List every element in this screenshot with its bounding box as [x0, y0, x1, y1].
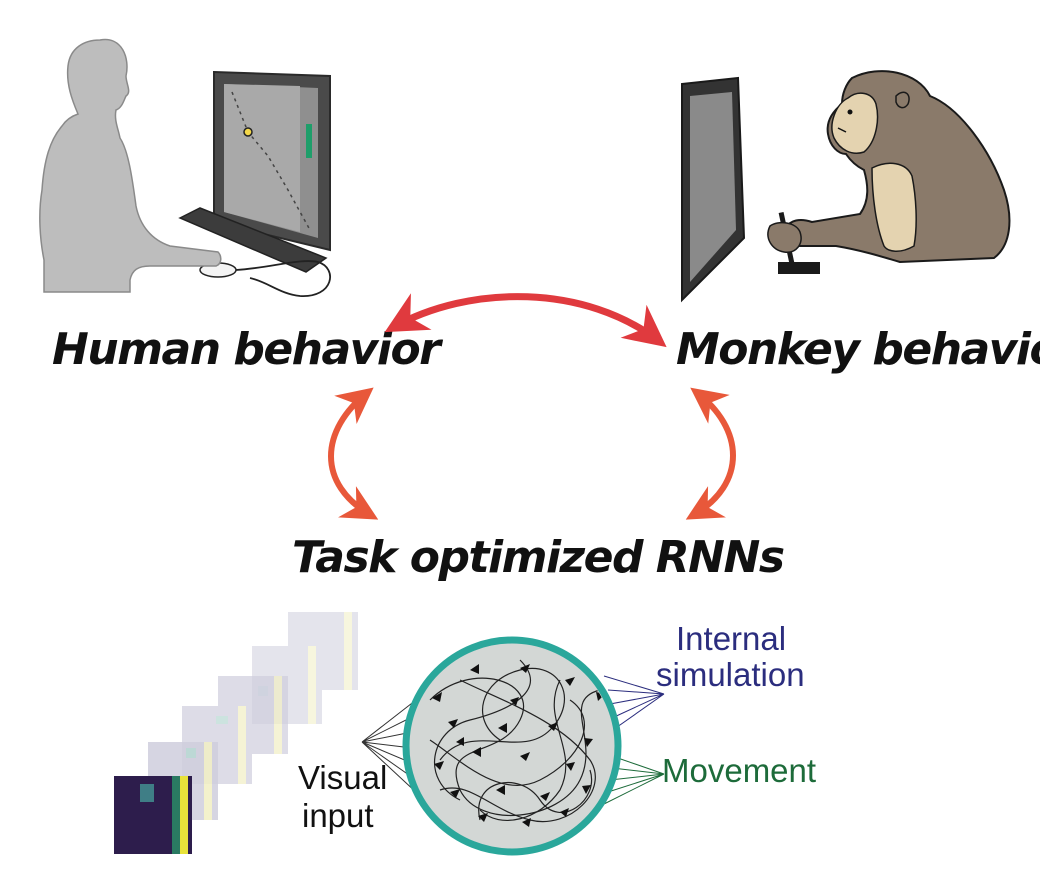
- label-movement: Movement: [662, 752, 816, 789]
- visual-input-connections: [361, 699, 419, 795]
- label-internal-simulation-line1: Internal: [676, 620, 786, 657]
- human-at-computer-icon: [39, 38, 331, 297]
- movement-connections: [603, 755, 665, 805]
- visual-frames-stack-icon: [114, 612, 358, 854]
- label-visual-input-line1: Visual: [298, 759, 387, 796]
- monkey-with-joystick-icon: [681, 70, 1011, 303]
- recurrent-network-icon: [402, 636, 622, 856]
- label-task-optimized-rnns: Task optimized RNNs: [292, 532, 784, 583]
- label-human-behavior: Human behavior: [52, 324, 443, 375]
- label-internal-simulation-line2: simulation: [656, 656, 805, 693]
- arrow-human-monkey: [384, 293, 667, 348]
- arrow-human-rnn: [328, 387, 379, 520]
- label-monkey-behavior: Monkey behavior: [676, 324, 1040, 375]
- internal-simulation-connections: [603, 675, 665, 733]
- label-visual-input-line2: input: [302, 797, 374, 834]
- arrow-monkey-rnn: [685, 387, 736, 520]
